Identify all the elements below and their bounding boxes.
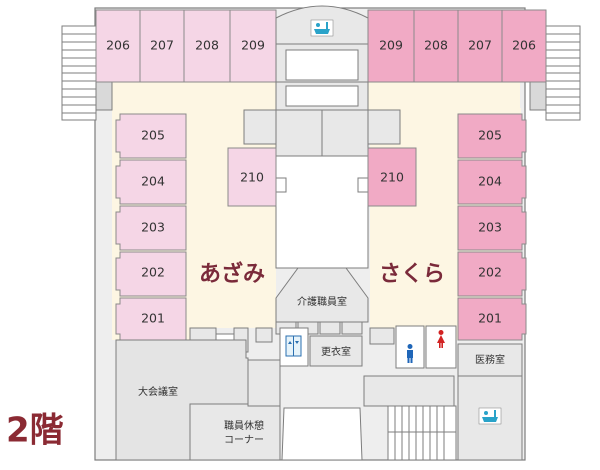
changing-room[interactable] <box>309 335 363 367</box>
conference-room-label: 大会議室 <box>138 385 178 398</box>
room-205-azami-number: 205 <box>141 128 165 143</box>
top-center-inner <box>285 49 359 81</box>
room-209-sakura-number: 209 <box>379 38 403 53</box>
room-201-sakura[interactable] <box>457 297 527 341</box>
room-201-azami[interactable] <box>115 297 187 341</box>
room-210-sakura[interactable] <box>367 147 417 207</box>
changing-room-label: 更衣室 <box>321 345 351 358</box>
room-205-sakura[interactable] <box>457 113 527 159</box>
common-area-azami <box>186 108 276 328</box>
right-side-rooms: 205 204 203 202 201 <box>457 113 527 341</box>
room-207-sakura[interactable] <box>457 9 503 83</box>
room-202-sakura[interactable] <box>457 251 527 297</box>
room-201-sakura-number: 201 <box>478 311 502 326</box>
room-204-sakura-number: 204 <box>478 174 502 189</box>
left-side-rooms: 205 204 203 202 201 <box>115 113 187 341</box>
female-restroom-icon <box>437 330 445 348</box>
room-206-azami-number: 206 <box>106 38 130 53</box>
care-staff-room-label: 介護職員室 <box>297 295 347 308</box>
room-205-sakura-number: 205 <box>478 128 502 143</box>
left-staircase <box>61 25 97 121</box>
room-203-sakura-number: 203 <box>478 220 502 235</box>
room-208-sakura-number: 208 <box>424 38 448 53</box>
courtyard-notch-right <box>357 177 368 193</box>
floor-label: 2階 <box>6 411 64 451</box>
room-209-azami[interactable] <box>229 9 277 83</box>
inner-courtyard <box>275 155 369 269</box>
room-205-azami[interactable] <box>115 113 187 159</box>
central-core-upper <box>243 81 401 157</box>
male-restroom[interactable] <box>395 325 425 369</box>
medical-office[interactable] <box>457 343 523 377</box>
room-210-azami[interactable] <box>227 147 277 207</box>
bathtub-icon <box>310 19 334 37</box>
room-206-azami[interactable] <box>95 9 141 83</box>
unit-label-azami: あざみ <box>199 261 265 287</box>
room-202-sakura-number: 202 <box>478 265 502 280</box>
room-210-azami-number: 210 <box>240 170 264 185</box>
room-204-azami[interactable] <box>115 159 187 205</box>
room-203-sakura[interactable] <box>457 205 527 251</box>
unit-label-sakura: さくら <box>379 262 445 287</box>
staff-lounge-label-line2: コーナー <box>224 434 264 446</box>
courtyard-notch-left <box>276 177 287 193</box>
room-202-azami[interactable] <box>115 251 187 297</box>
medical-office-label: 医務室 <box>475 353 505 366</box>
room-209-sakura[interactable] <box>367 9 415 83</box>
common-area-sakura <box>370 108 460 328</box>
room-208-sakura[interactable] <box>413 9 459 83</box>
room-207-sakura-number: 207 <box>468 38 492 53</box>
room-208-azami-number: 208 <box>195 38 219 53</box>
elevator-icon <box>285 335 302 357</box>
south-wall-block <box>247 359 281 407</box>
room-203-azami-number: 203 <box>141 220 165 235</box>
room-202-azami-number: 202 <box>141 265 165 280</box>
room-204-sakura[interactable] <box>457 159 527 205</box>
room-207-azami[interactable] <box>139 9 185 83</box>
room-206-sakura-number: 206 <box>512 38 536 53</box>
male-restroom-icon <box>407 344 413 363</box>
room-210-sakura-number: 210 <box>380 170 404 185</box>
room-207-azami-number: 207 <box>150 38 174 53</box>
top-right-rooms: 209 208 207 206 <box>367 9 547 83</box>
south-east-staircase <box>387 405 457 461</box>
room-206-sakura[interactable] <box>501 9 547 83</box>
bathtub-icon <box>478 407 502 425</box>
south-wall-block-right <box>363 375 455 407</box>
staff-lounge-label-line1: 職員休憩 <box>224 419 264 432</box>
right-staircase <box>545 25 581 121</box>
south-hall <box>281 407 363 461</box>
staff-lounge[interactable] <box>189 403 281 461</box>
room-201-azami-number: 201 <box>141 311 165 326</box>
right-shaft <box>529 81 547 111</box>
top-left-rooms: 206 207 208 209 <box>95 9 277 83</box>
room-203-azami[interactable] <box>115 205 187 251</box>
left-shaft <box>95 81 113 111</box>
room-204-azami-number: 204 <box>141 174 165 189</box>
room-208-azami[interactable] <box>183 9 231 83</box>
room-209-azami-number: 209 <box>241 38 265 53</box>
